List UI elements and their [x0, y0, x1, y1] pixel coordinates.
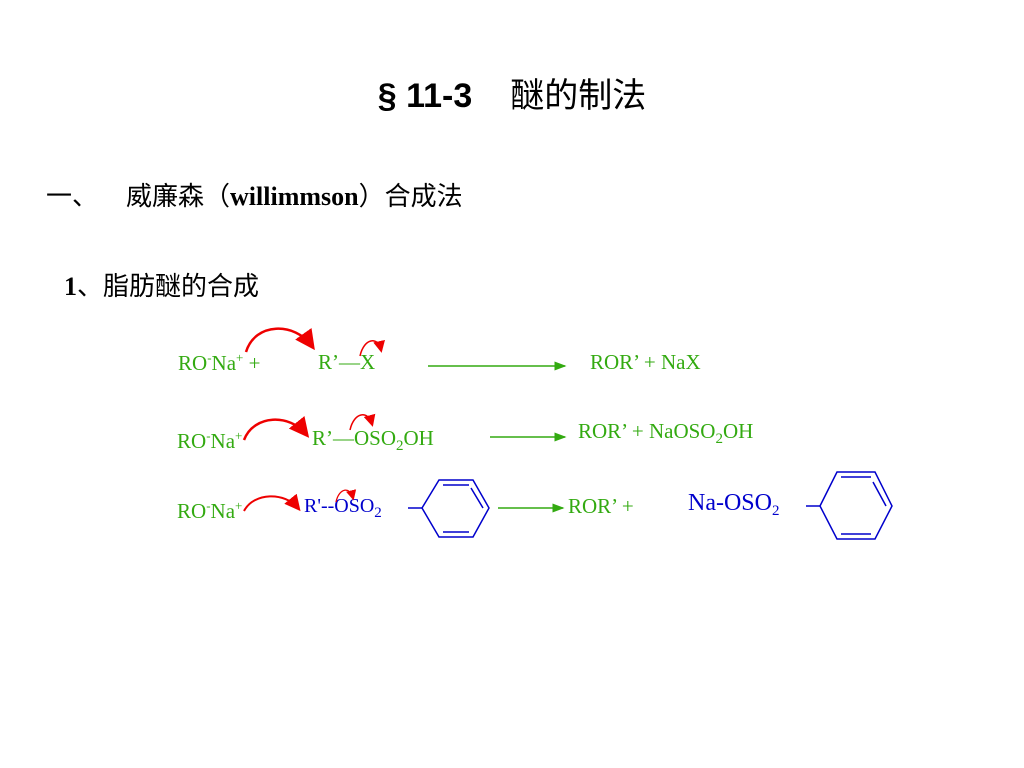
r1-leaving-arrow-icon: [359, 339, 385, 357]
heading-suffix: ）合成法: [358, 182, 463, 212]
r1-attack-arrow-icon: [244, 327, 315, 353]
benzene-ring-icon: [408, 479, 490, 538]
section-number: § 11-3: [377, 77, 473, 115]
section-name: 醚的制法: [510, 76, 647, 116]
r3-leaving-arrow-icon: [335, 489, 357, 503]
heading-prefix: 威廉森（: [126, 182, 231, 212]
r2-leaving-arrow-icon: [349, 413, 376, 431]
r3-byproduct: Na-OSO2: [688, 490, 780, 519]
heading-williamson: 一、威廉森（willimmson）合成法: [46, 176, 463, 213]
heading-marker: 一、: [46, 182, 99, 212]
heading-latin: willimmson: [230, 182, 359, 211]
r3-reagent: RO-Na+: [177, 498, 243, 523]
subheading-number: 1: [64, 272, 77, 301]
benzene-ring-icon: [806, 471, 893, 540]
r1-reagent: RO-Na+ +: [178, 350, 261, 375]
subheading-aliphatic: 1、脂肪醚的合成: [64, 266, 259, 303]
r3-substrate: R'--OSO2: [304, 495, 382, 521]
r2-substrate: R’—OSO2OH: [312, 426, 434, 454]
page-title: § 11-3 醚的制法: [0, 68, 1024, 117]
r2-product: ROR’ + NaOSO2OH: [578, 419, 754, 447]
r1-substrate: R’—X: [318, 350, 376, 374]
r2-reagent: RO-Na+: [177, 428, 243, 453]
r3-attack-arrow-icon: [243, 493, 301, 512]
r2-attack-arrow-icon: [242, 416, 310, 441]
r1-product: ROR’ + NaX: [590, 350, 701, 374]
r3-product: ROR’ +: [568, 494, 634, 518]
subheading-text: 、脂肪醚的合成: [77, 272, 260, 302]
